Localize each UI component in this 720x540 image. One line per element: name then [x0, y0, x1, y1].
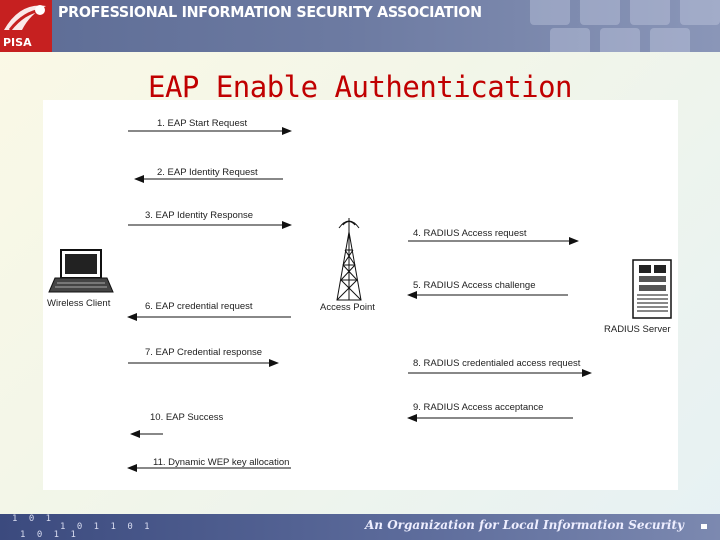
slide-title: EAP Enable Authentication — [0, 70, 720, 104]
header-bar: PISA PROFESSIONAL INFORMATION SECURITY A… — [0, 0, 720, 52]
footer-binary-3: 1 0 1 1 — [20, 530, 79, 540]
footer-binary-1: 1 0 1 — [12, 514, 54, 524]
logo-text: PISA — [3, 36, 32, 49]
message-1-label: 1. EAP Start Request — [157, 118, 247, 129]
radius-server-icon — [633, 260, 671, 318]
message-5-label: 5. RADIUS Access challenge — [413, 280, 536, 291]
message-6-label: 6. EAP credential request — [145, 301, 253, 312]
radius-server-label: RADIUS Server — [604, 324, 671, 335]
access-point-tower-icon — [337, 218, 361, 300]
wireless-client-label: Wireless Client — [47, 298, 110, 309]
message-4-label: 4. RADIUS Access request — [413, 228, 527, 239]
footer-square-icon — [701, 524, 707, 529]
pisa-logo: PISA — [0, 0, 52, 52]
message-8-label: 8. RADIUS credentialed access request — [413, 358, 580, 369]
message-3-label: 3. EAP Identity Response — [145, 210, 253, 221]
header-title: PROFESSIONAL INFORMATION SECURITY ASSOCI… — [58, 3, 482, 21]
message-2-label: 2. EAP Identity Request — [157, 167, 258, 178]
eap-sequence-diagram: Wireless Client Access Point RADIUS Serv… — [43, 100, 678, 490]
message-11-label: 11. Dynamic WEP key allocation — [153, 457, 289, 468]
slide-title-text: EAP Enable Authentication — [148, 70, 572, 104]
message-9-label: 9. RADIUS Access acceptance — [413, 402, 543, 413]
access-point-label: Access Point — [320, 302, 375, 313]
laptop-icon — [49, 250, 113, 292]
footer-bar: 1 0 1 1 0 1 1 0 1 1 0 1 1 An Organizatio… — [0, 514, 720, 540]
footer-tagline: An Organization for Local Information Se… — [365, 518, 684, 532]
keyboard-image — [520, 0, 720, 52]
message-10-label: 10. EAP Success — [150, 412, 223, 423]
message-7-label: 7. EAP Credential response — [145, 347, 262, 358]
diagram-graphics — [43, 100, 678, 490]
